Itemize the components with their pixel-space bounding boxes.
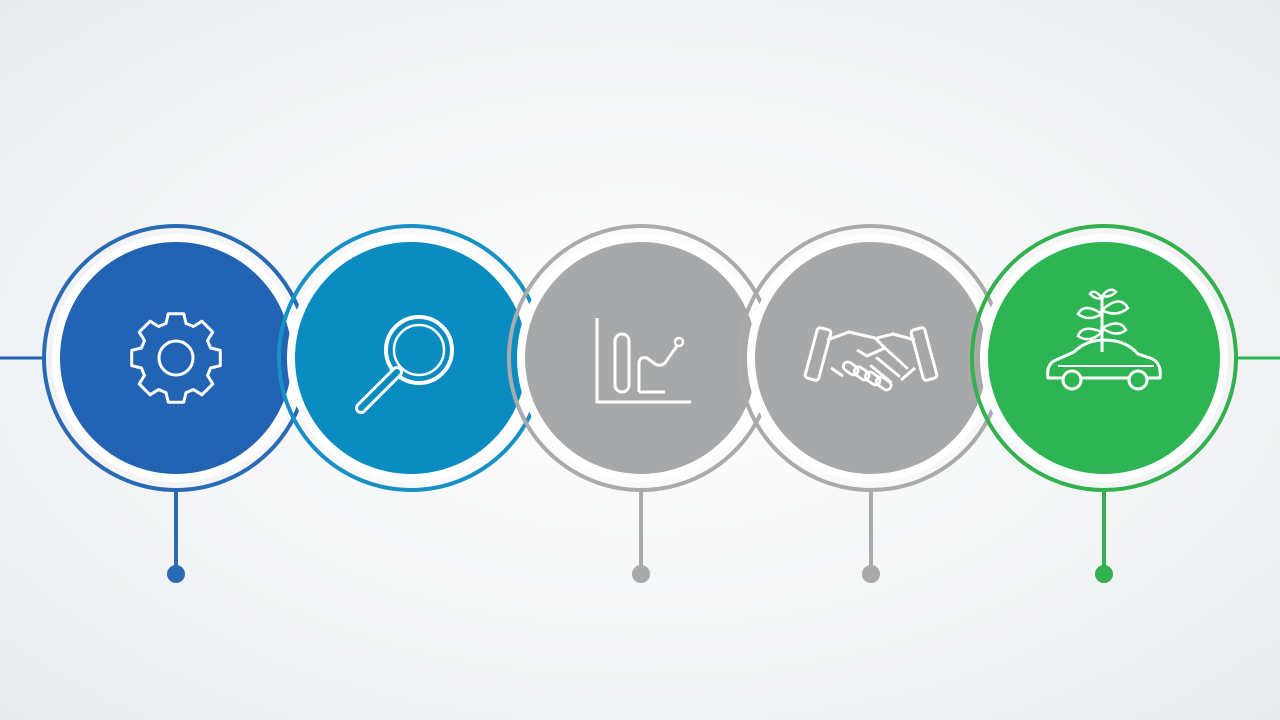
step-disc <box>295 242 527 474</box>
step-pin-dot <box>862 565 880 583</box>
process-steps <box>42 224 1238 583</box>
step-disc <box>988 242 1220 474</box>
magnifier-icon <box>355 315 454 414</box>
step-analysis <box>507 224 784 583</box>
step-research <box>277 224 554 492</box>
step-growth <box>970 224 1238 583</box>
step-agreement <box>737 224 1014 583</box>
step-pin-dot <box>167 565 185 583</box>
step-pin-dot <box>632 565 650 583</box>
step-disc <box>755 242 987 474</box>
gear-icon <box>130 312 222 404</box>
chart-icon <box>595 318 691 404</box>
step-settings <box>42 224 319 583</box>
step-pin-dot <box>1095 565 1113 583</box>
step-disc <box>60 242 292 474</box>
handshake-icon <box>803 326 939 392</box>
eco-car-plant-icon <box>1046 288 1162 391</box>
